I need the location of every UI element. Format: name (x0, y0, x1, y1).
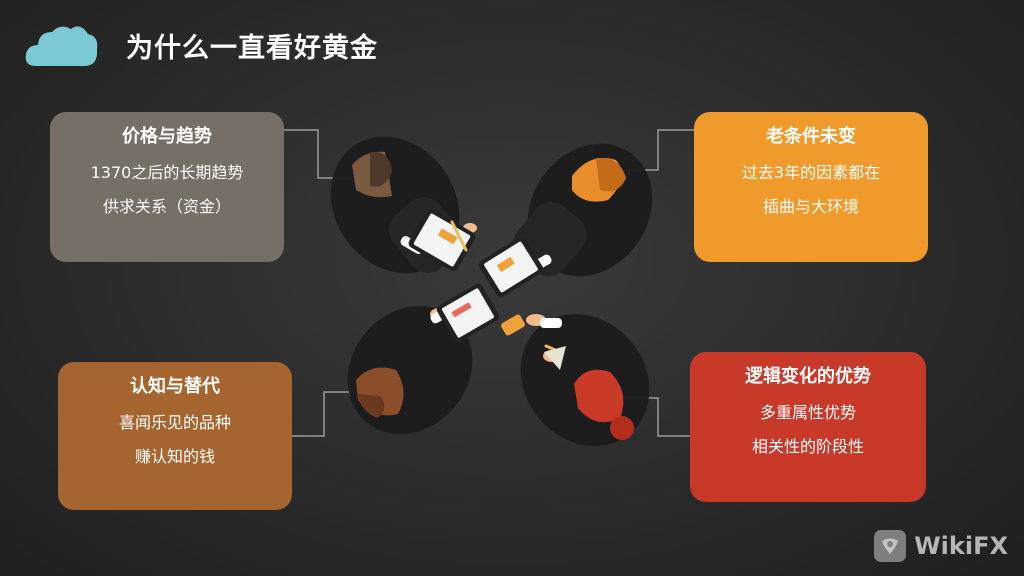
card-line: 多重属性优势 (759, 403, 856, 422)
card-heading: 认知与替代 (130, 376, 220, 397)
watermark-text: WikiFX (914, 532, 1008, 560)
card-cognition-substitution: 认知与替代 喜闻乐见的品种 赚认知的钱 (58, 362, 292, 510)
wikifx-logo-icon (874, 530, 907, 562)
card-logic-advantage: 逻辑变化的优势 多重属性优势 相关性的阶段性 (690, 352, 926, 502)
card-line: 过去3年的因素都在 (741, 163, 881, 182)
card-heading: 老条件未变 (766, 126, 856, 147)
watermark: WikiFX (874, 530, 1008, 562)
card-line: 供求关系（资金） (102, 197, 231, 216)
card-heading: 价格与趋势 (122, 126, 212, 147)
card-line: 1370之后的长期趋势 (90, 163, 244, 182)
card-line: 喜闻乐见的品种 (118, 413, 231, 432)
card-heading: 逻辑变化的优势 (745, 366, 871, 387)
card-price-trend: 价格与趋势 1370之后的长期趋势 供求关系（资金） (50, 112, 284, 262)
cloud-icon (25, 26, 98, 67)
card-line: 相关性的阶段性 (751, 437, 864, 456)
card-line: 插曲与大环境 (762, 197, 859, 216)
card-line: 赚认知的钱 (134, 447, 215, 466)
card-old-conditions: 老条件未变 过去3年的因素都在 插曲与大环境 (694, 112, 928, 262)
page-title: 为什么一直看好黄金 (126, 33, 378, 64)
